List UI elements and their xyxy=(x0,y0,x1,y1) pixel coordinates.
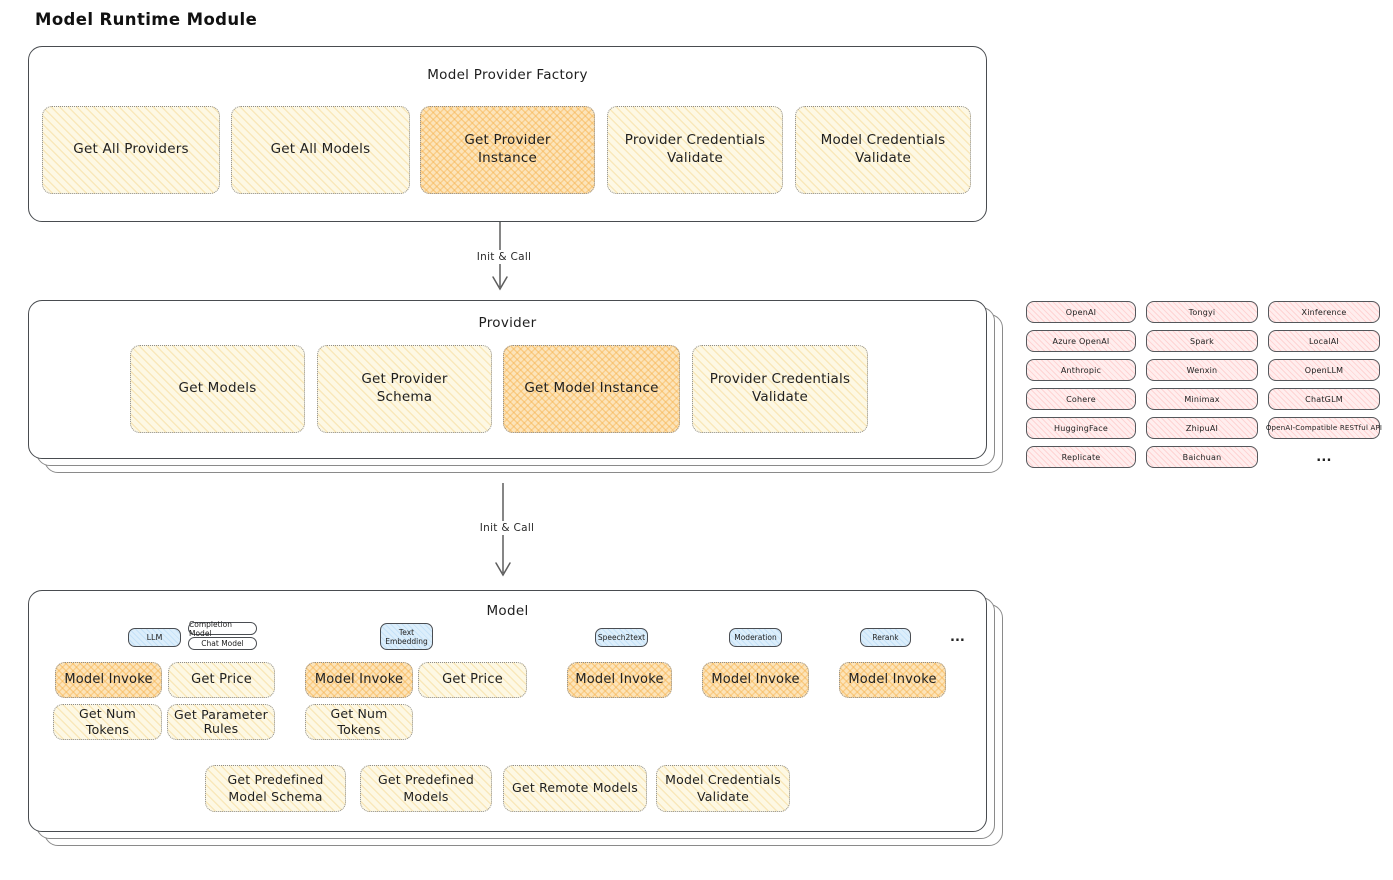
provider-chip-chatglm: ChatGLM xyxy=(1268,388,1380,410)
card-model-invoke-llm: Model Invoke xyxy=(55,662,162,698)
provider-chip-openai-compatible-restful-api: OpenAI-Compatible RESTful API xyxy=(1266,417,1382,439)
card-get-models: Get Models xyxy=(130,345,305,433)
card-model-invoke-moderation: Model Invoke xyxy=(702,662,809,698)
arrow1-label: Init & Call xyxy=(469,250,539,264)
provider-chip-openllm: OpenLLM xyxy=(1268,359,1380,381)
card-model-credentials-validate: Model Credentials Validate xyxy=(795,106,971,194)
model-title: Model xyxy=(486,603,529,619)
page-title: Model Runtime Module xyxy=(35,10,258,29)
factory-title: Model Provider Factory xyxy=(427,67,588,83)
provider-chip-wenxin: Wenxin xyxy=(1146,359,1258,381)
card-get-model-instance: Get Model Instance xyxy=(503,345,680,433)
card-get-num-tokens-text-embedding: Get Num Tokens xyxy=(305,704,413,740)
tab-moderation: Moderation xyxy=(729,628,782,647)
tabs-ellipsis: ... xyxy=(950,630,965,645)
card-model-credentials-validate-2: Model Credentials Validate xyxy=(656,765,790,812)
card-get-all-providers: Get All Providers xyxy=(42,106,220,194)
provider-chip-tongyi: Tongyi xyxy=(1146,301,1258,323)
llm-subtabs: Completion Model Chat Model xyxy=(188,620,257,650)
card-model-invoke-speech2text: Model Invoke xyxy=(567,662,672,698)
card-provider-credentials-validate-2: Provider Credentials Validate xyxy=(692,345,868,433)
provider-chip-spark: Spark xyxy=(1146,330,1258,352)
card-get-all-models: Get All Models xyxy=(231,106,410,194)
tab-text-embedding: Text Embedding xyxy=(380,623,433,650)
card-provider-credentials-validate: Provider Credentials Validate xyxy=(607,106,783,194)
card-get-price-text-embedding: Get Price xyxy=(418,662,527,698)
subtab-completion-model: Completion Model xyxy=(188,620,257,638)
subtab-chat-model: Chat Model xyxy=(188,637,257,650)
card-get-predefined-models: Get Predefined Models xyxy=(360,765,492,812)
provider-chip-openai: OpenAI xyxy=(1026,301,1136,323)
tab-rerank: Rerank xyxy=(860,628,911,647)
tab-speech2text: Speech2text xyxy=(595,628,648,647)
provider-chip-azure-openai: Azure OpenAI xyxy=(1026,330,1136,352)
card-get-predefined-model-schema: Get Predefined Model Schema xyxy=(205,765,346,812)
provider-chip-localai: LocalAI xyxy=(1268,330,1380,352)
card-get-parameter-rules: Get Parameter Rules xyxy=(167,704,275,740)
provider-chip-huggingface: HuggingFace xyxy=(1026,417,1136,439)
card-model-invoke-rerank: Model Invoke xyxy=(839,662,946,698)
card-get-remote-models: Get Remote Models xyxy=(503,765,647,812)
tab-llm: LLM xyxy=(128,628,181,647)
providers-grid-ellipsis: ... xyxy=(1316,449,1332,465)
provider-chip-minimax: Minimax xyxy=(1146,388,1258,410)
provider-chip-zhipuai: ZhipuAI xyxy=(1146,417,1258,439)
card-get-provider-instance: Get Provider Instance xyxy=(420,106,595,194)
provider-chip-xinference: Xinference xyxy=(1268,301,1380,323)
provider-chip-anthropic: Anthropic xyxy=(1026,359,1136,381)
provider-chip-baichuan: Baichuan xyxy=(1146,446,1258,468)
arrow2-label: Init & Call xyxy=(472,521,542,535)
provider-chip-replicate: Replicate xyxy=(1026,446,1136,468)
card-get-provider-schema: Get Provider Schema xyxy=(317,345,492,433)
card-get-num-tokens-llm: Get Num Tokens xyxy=(53,704,162,740)
provider-title: Provider xyxy=(478,315,537,331)
providers-grid: OpenAI Tongyi Xinference Azure OpenAI Sp… xyxy=(1026,301,1382,468)
card-model-invoke-text-embedding: Model Invoke xyxy=(305,662,413,698)
card-get-price-llm: Get Price xyxy=(168,662,275,698)
provider-chip-cohere: Cohere xyxy=(1026,388,1136,410)
